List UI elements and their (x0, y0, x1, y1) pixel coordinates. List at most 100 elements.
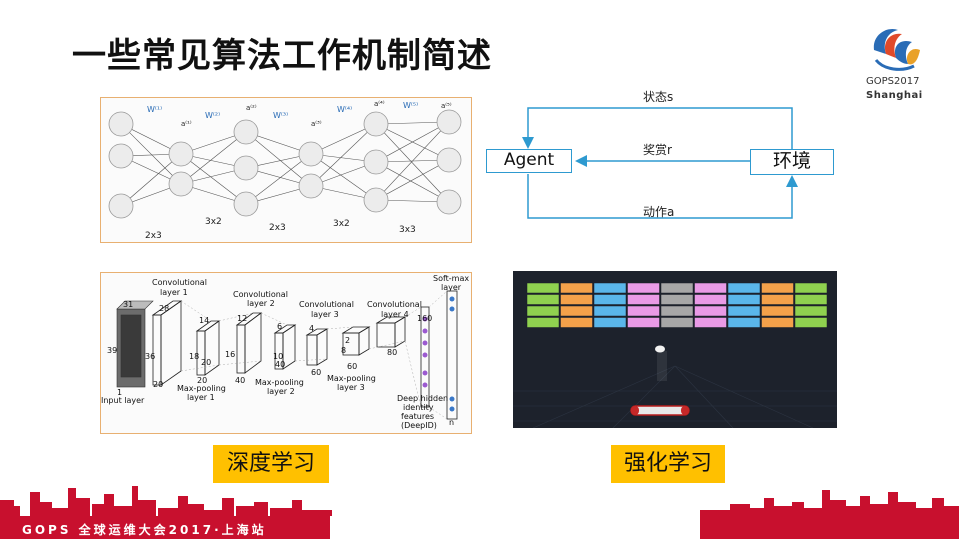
brick (593, 294, 627, 305)
brick (660, 317, 694, 328)
deepid-l3: features (401, 412, 434, 421)
slide-title: 一些常见算法工作机制简述 (72, 36, 492, 76)
neural-network-figure: W⁽¹⁾ W⁽²⁾ W⁽³⁾ W⁽⁴⁾ W⁽⁵⁾ a⁽¹⁾ a⁽²⁾ a⁽³⁾ … (100, 97, 472, 243)
brick (560, 282, 593, 294)
pool2-l1: Max-pooling (255, 378, 304, 387)
brick (627, 282, 660, 294)
nn-weight-3: W⁽³⁾ (273, 111, 288, 120)
num-16: 16 (225, 350, 235, 359)
num-39: 39 (107, 346, 117, 355)
paddle-cap-right (681, 406, 689, 415)
brick (660, 282, 694, 294)
nn-weight-2: W⁽²⁾ (205, 111, 220, 120)
conv3-l2: layer 3 (311, 310, 339, 319)
num-8: 8 (341, 346, 346, 355)
caption-deep-learning: 深度学习 (213, 445, 329, 483)
nn-size-3: 2x3 (269, 223, 286, 233)
num-36: 36 (145, 352, 155, 361)
brick (694, 317, 727, 328)
conv4-l2: layer 4 (381, 310, 409, 319)
num-n: n (449, 418, 454, 427)
conv2-l1: Convolutional (233, 290, 288, 299)
num-60b: 60 (347, 362, 357, 371)
num-1: 1 (117, 388, 122, 397)
brick (727, 317, 761, 328)
nn-weight-5: W⁽⁵⁾ (403, 101, 418, 110)
num-10: 10 (273, 352, 283, 361)
brick (593, 317, 627, 328)
gops-logo-icon (873, 28, 920, 71)
num-6: 6 (277, 322, 282, 331)
num-2: 2 (345, 336, 350, 345)
ball-trail (657, 351, 667, 381)
pool1-l2: layer 1 (187, 393, 215, 402)
num-14: 14 (199, 316, 209, 325)
action-label: 动作a (643, 205, 675, 219)
deepid-l2: identity (403, 403, 434, 412)
brick (761, 317, 794, 328)
conv4-l1: Convolutional (367, 300, 422, 309)
nn-size-1: 2x3 (145, 231, 162, 241)
rl-arrows (522, 107, 798, 219)
deepid-l1: Deep hidden (397, 394, 448, 403)
breakout-game-screenshot (513, 271, 837, 428)
nn-weight-1: W⁽¹⁾ (147, 105, 162, 114)
brick (761, 282, 794, 294)
num-160: 160 (417, 314, 432, 323)
brick (660, 305, 694, 317)
num-20b: 20 (201, 358, 211, 367)
input-image (116, 300, 154, 388)
nn-weight-4: W⁽⁴⁾ (337, 105, 352, 114)
num-40b: 40 (275, 360, 285, 369)
brick (526, 294, 560, 305)
brick (593, 282, 627, 294)
brick (794, 305, 828, 317)
brick (526, 282, 560, 294)
ball (655, 345, 665, 353)
deepid-l4: (DeepID) (401, 421, 437, 430)
caption-reinforcement-learning: 强化学习 (611, 445, 725, 483)
conv1-l1: Convolutional (152, 278, 207, 287)
brick (660, 294, 694, 305)
brick (761, 294, 794, 305)
brick (794, 317, 828, 328)
nn-act-2: a⁽²⁾ (246, 104, 257, 112)
gops-logo: GOPS2017 Shanghai (862, 20, 928, 104)
breakout-scene (513, 282, 837, 428)
state-label: 状态s (643, 90, 674, 104)
nn-size-4: 3x2 (333, 219, 350, 229)
brick (727, 282, 761, 294)
conv2-l2: layer 2 (247, 299, 275, 308)
nn-size-2: 3x2 (205, 217, 222, 227)
num-12: 12 (237, 314, 247, 323)
num-28: 28 (159, 304, 169, 313)
footer-skyline (0, 486, 959, 539)
nn-act-1: a⁽¹⁾ (181, 120, 192, 128)
brick (560, 317, 593, 328)
brick (694, 282, 727, 294)
conv1-l2: layer 1 (160, 288, 188, 297)
paddle (630, 405, 690, 416)
brick (627, 294, 660, 305)
nn-act-5: a⁽⁵⁾ (441, 102, 452, 110)
num-40a: 40 (235, 376, 245, 385)
cnn-figure: Convolutional layer 1 Convolutional laye… (100, 272, 472, 434)
softmax-l1: Soft-max (433, 274, 469, 283)
brick (526, 305, 560, 317)
brick (794, 294, 828, 305)
brick (694, 294, 727, 305)
brick (593, 305, 627, 317)
pool1-l1: Max-pooling (177, 384, 226, 393)
conv3-l1: Convolutional (299, 300, 354, 309)
brick (794, 282, 828, 294)
pool3-l1: Max-pooling (327, 374, 376, 383)
brick (560, 294, 593, 305)
neural-network-diagram: W⁽¹⁾ W⁽²⁾ W⁽³⁾ W⁽⁴⁾ W⁽⁵⁾ a⁽¹⁾ a⁽²⁾ a⁽³⁾ … (108, 100, 462, 241)
brick (761, 305, 794, 317)
num-4: 4 (309, 324, 314, 333)
footer-text: GOPS 全球运维大会2017·上海站 (22, 523, 267, 537)
num-31: 31 (123, 300, 133, 309)
softmax-l2: layer (441, 283, 462, 292)
brick (526, 317, 560, 328)
brick (727, 294, 761, 305)
